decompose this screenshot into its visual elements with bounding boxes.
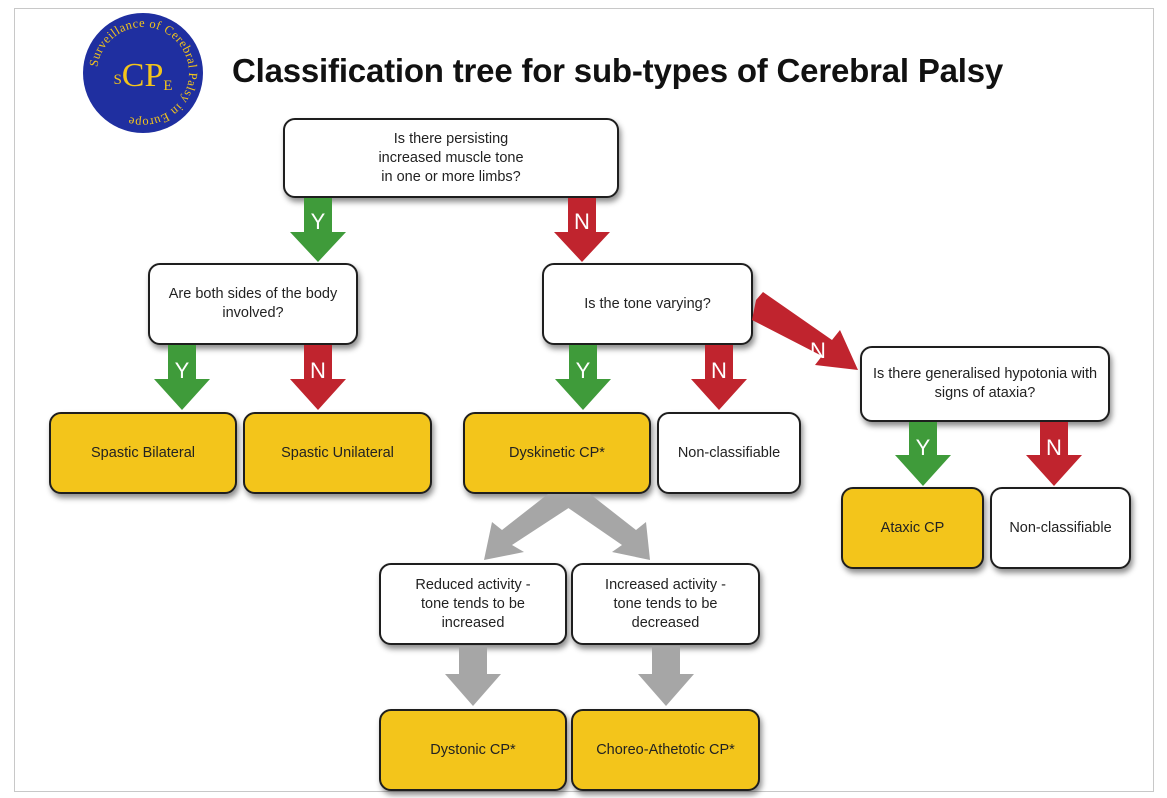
figure-frame	[14, 8, 1154, 792]
question-both-sides: Are both sides of the body involved?	[148, 263, 358, 345]
outcome-dyskinetic: Dyskinetic CP*	[463, 412, 651, 494]
outcome-non-classifiable-2: Non-classifiable	[990, 487, 1131, 569]
outcome-spastic-bilateral: Spastic Bilateral	[49, 412, 237, 494]
question-tone-varying: Is the tone varying?	[542, 263, 753, 345]
node-reduced-activity: Reduced activity - tone tends to be incr…	[379, 563, 567, 645]
outcome-choreo-athetotic: Choreo-Athetotic CP*	[571, 709, 760, 791]
svg-text:SCPE: SCPE	[113, 57, 172, 94]
question-hypotonia: Is there generalised hypotonia with sign…	[860, 346, 1110, 422]
question-muscle-tone: Is there persisting increased muscle ton…	[283, 118, 619, 198]
outcome-non-classifiable-1: Non-classifiable	[657, 412, 801, 494]
outcome-spastic-unilateral: Spastic Unilateral	[243, 412, 432, 494]
diagram-title: Classification tree for sub-types of Cer…	[232, 52, 1004, 89]
node-increased-activity: Increased activity - tone tends to be de…	[571, 563, 760, 645]
scpe-logo: Surveillance of Cerebral Palsy in Europe…	[82, 12, 204, 134]
outcome-dystonic: Dystonic CP*	[379, 709, 567, 791]
outcome-ataxic: Ataxic CP	[841, 487, 984, 569]
